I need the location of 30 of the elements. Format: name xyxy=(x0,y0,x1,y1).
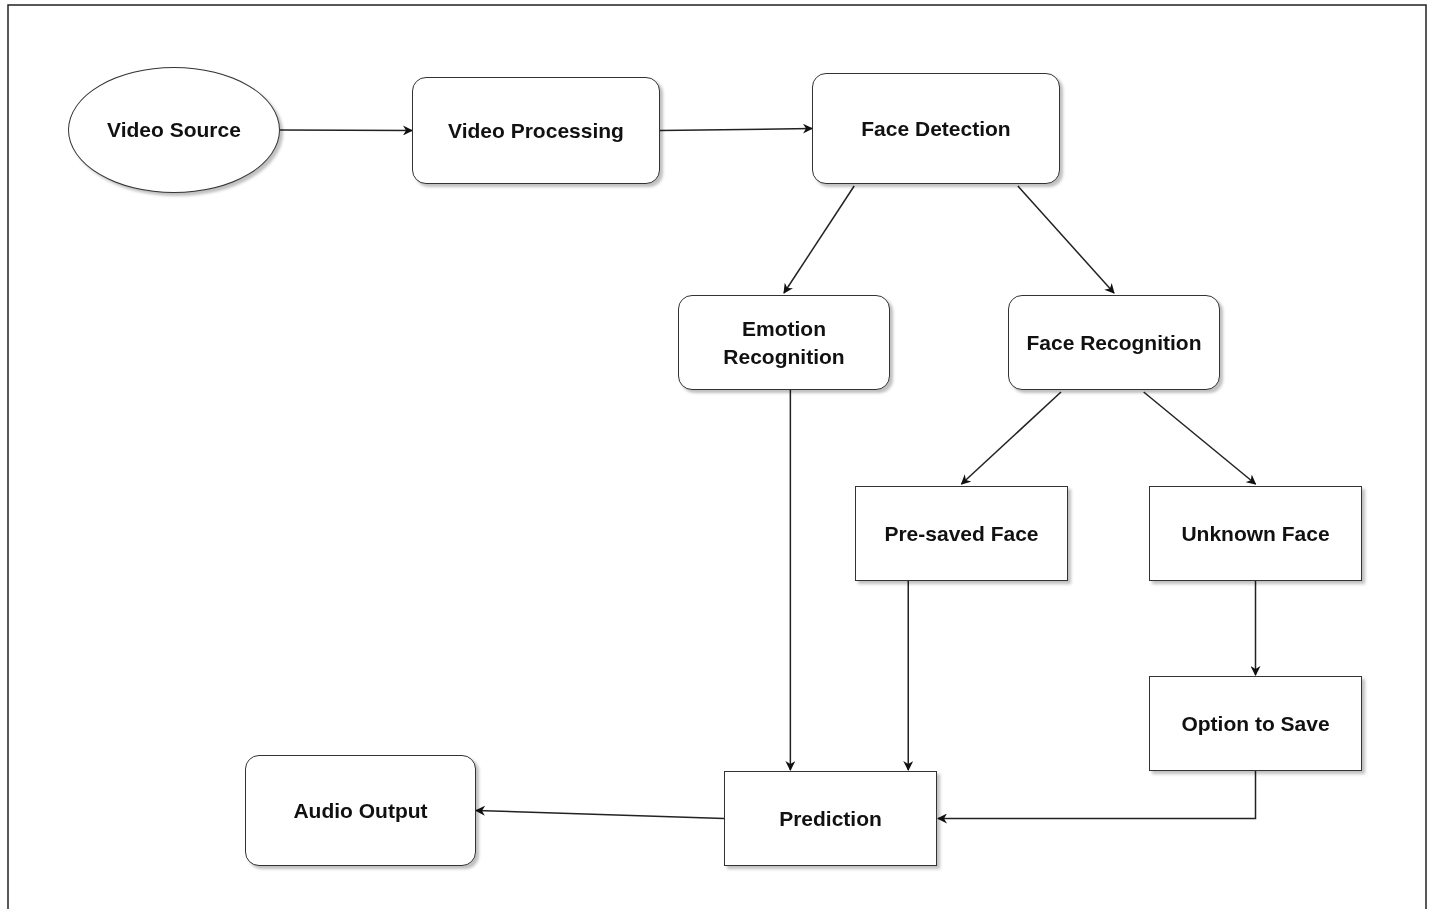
arrow xyxy=(783,185,855,294)
arrow xyxy=(903,580,914,771)
arrow xyxy=(1017,185,1115,294)
arrow xyxy=(960,391,1062,485)
node-label: Pre-saved Face xyxy=(883,520,1040,547)
process-box xyxy=(855,486,1068,581)
node-label: Emotion Recognition xyxy=(722,316,846,370)
arrow xyxy=(937,770,1257,824)
arrow xyxy=(785,389,796,771)
node-label: Audio Output xyxy=(292,797,429,824)
process-box xyxy=(678,295,890,390)
process-box xyxy=(1149,486,1362,581)
arrow xyxy=(659,123,813,134)
process-box xyxy=(1149,676,1362,771)
node-label: Face Recognition xyxy=(1025,329,1203,356)
process-box xyxy=(412,77,660,184)
arrow xyxy=(1142,391,1257,485)
arrow xyxy=(279,125,413,136)
arrow xyxy=(475,805,725,820)
process-box xyxy=(245,755,476,866)
node-label: Unknown Face xyxy=(1180,520,1331,547)
process-box xyxy=(812,73,1060,184)
node-label: Video Processing xyxy=(447,117,625,144)
node-label: Face Detection xyxy=(860,115,1012,142)
process-box xyxy=(1008,295,1220,390)
arrow xyxy=(1250,580,1261,676)
node-label: Video Source xyxy=(106,117,242,144)
node-label: Option to Save xyxy=(1180,710,1331,737)
process-box xyxy=(724,771,937,866)
node-label: Prediction xyxy=(778,805,883,832)
